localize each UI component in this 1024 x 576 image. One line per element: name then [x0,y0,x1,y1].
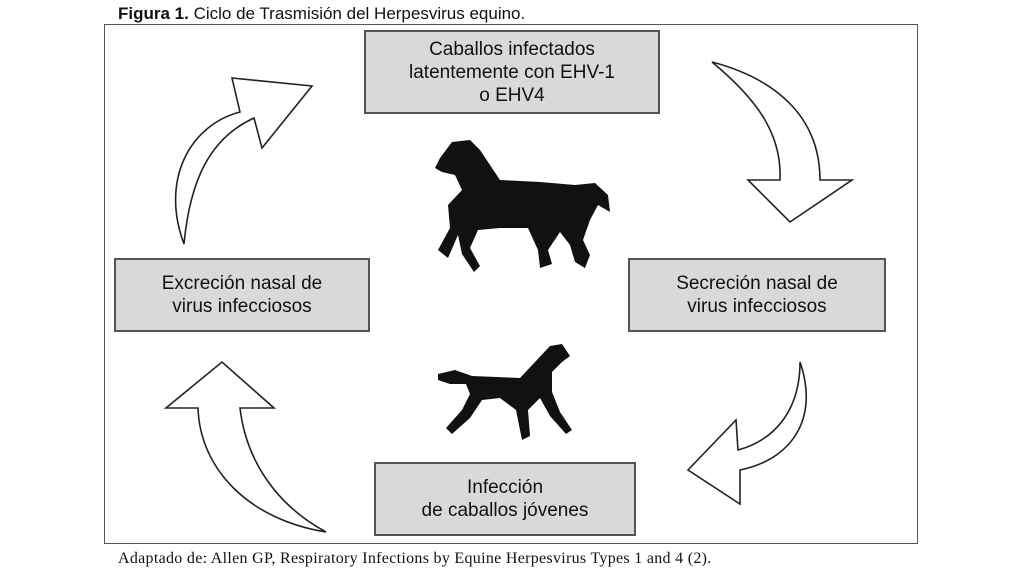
figure-title: Ciclo de Trasmisión del Herpesvirus equi… [188,4,526,23]
node-latent-infected-horses: Caballos infectados latentemente con EHV… [364,30,660,114]
source-citation: Adaptado de: Allen GP, Respiratory Infec… [118,550,712,567]
node-young-horse-infection: Infección de caballos jóvenes [374,462,636,536]
figure-label: Figura 1. [118,4,189,23]
adult-horse-silhouette-icon [435,140,610,272]
figure-caption: Figura 1. Ciclo de Trasmisión del Herpes… [118,4,525,24]
curved-arrow-icon [686,361,808,506]
foal-silhouette-icon [438,344,572,440]
curved-arrow-icon [163,360,327,533]
diagram-frame [104,24,918,544]
node-nasal-excretion: Excreción nasal de virus infecciosos [114,258,370,332]
curved-arrow-icon [711,61,855,224]
node-nasal-secretion: Secreción nasal de virus infecciosos [628,258,886,332]
curved-arrow-icon [174,77,314,245]
